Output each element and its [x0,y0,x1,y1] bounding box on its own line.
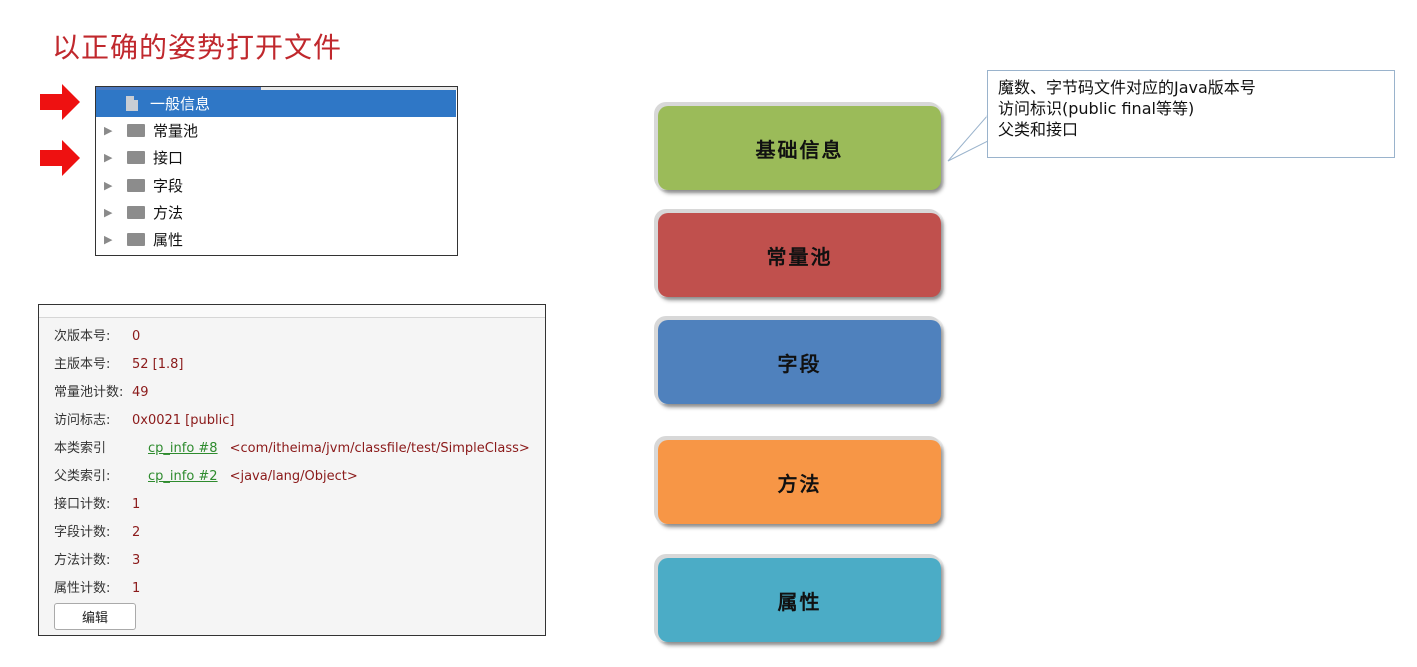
document-icon [126,96,138,112]
methods-box: 方法 [658,440,941,524]
folder-icon [127,178,145,192]
folder-icon [127,205,145,219]
minor-version-row: 次版本号:0 [54,329,141,344]
arrow-right-icon [40,140,80,176]
tree-item-fields[interactable]: ▶ 字段 [96,172,457,199]
expand-triangle-icon[interactable]: ▶ [104,178,113,192]
expand-triangle-icon[interactable]: ▶ [104,124,113,138]
super-class-link[interactable]: cp_info #2 [148,469,218,484]
page-title: 以正确的姿势打开文件 [52,31,343,64]
major-version-row: 主版本号:52 [1.8] [54,357,184,372]
tree-item-general-info[interactable]: 一般信息 [96,90,456,118]
expand-triangle-icon[interactable]: ▶ [104,205,113,219]
basic-info-box: 基础信息 [658,106,941,190]
classfile-tree: 一般信息 ▶ 常量池 ▶ 接口 ▶ 字段 ▶ 方法 ▶ 属性 [95,86,458,256]
tree-item-label: 一般信息 [150,95,211,114]
callout-pointer [947,115,990,162]
methods-count-row: 方法计数:3 [54,553,141,568]
tree-item-label: 常量池 [153,122,199,141]
panel-header-strip [39,305,545,318]
callout-line: 魔数、字节码文件对应的Java版本号 [998,78,1256,97]
access-flags-row: 访问标志:0x0021 [public] [54,413,235,428]
arrow-right-icon [40,84,80,120]
callout-line: 父类和接口 [998,120,1079,139]
tree-item-label: 属性 [153,231,184,250]
tree-item-label: 方法 [153,203,184,222]
basic-info-callout: 魔数、字节码文件对应的Java版本号 访问标识(public final等等) … [987,70,1395,158]
interfaces-count-row: 接口计数:1 [54,497,141,512]
fields-count-row: 字段计数:2 [54,525,141,540]
tree-item-constant-pool[interactable]: ▶ 常量池 [96,117,457,144]
constant-pool-count-row: 常量池计数:49 [54,385,149,400]
tree-item-interfaces[interactable]: ▶ 接口 [96,144,457,171]
tree-item-label: 字段 [153,176,184,195]
attributes-box: 属性 [658,558,941,642]
tree-item-methods[interactable]: ▶ 方法 [96,199,457,226]
tree-item-attributes[interactable]: ▶ 属性 [96,226,457,253]
general-info-panel: 次版本号:0 主版本号:52 [1.8] 常量池计数:49 访问标志:0x002… [38,304,546,636]
fields-box: 字段 [658,320,941,404]
super-class-row: 父类索引:cp_info #2<java/lang/Object> [54,469,358,484]
expand-triangle-icon[interactable]: ▶ [104,233,113,247]
folder-icon [127,233,145,247]
attributes-count-row: 属性计数:1 [54,581,141,596]
folder-icon [127,151,145,165]
this-class-link[interactable]: cp_info #8 [148,441,218,456]
constant-pool-box: 常量池 [658,213,941,297]
folder-icon [127,124,145,138]
callout-line: 访问标识(public final等等) [998,99,1195,118]
expand-triangle-icon[interactable]: ▶ [104,151,113,165]
tree-item-label: 接口 [153,149,184,168]
tree-scroll-indicator [96,87,457,90]
edit-button[interactable]: 编辑 [54,603,136,630]
